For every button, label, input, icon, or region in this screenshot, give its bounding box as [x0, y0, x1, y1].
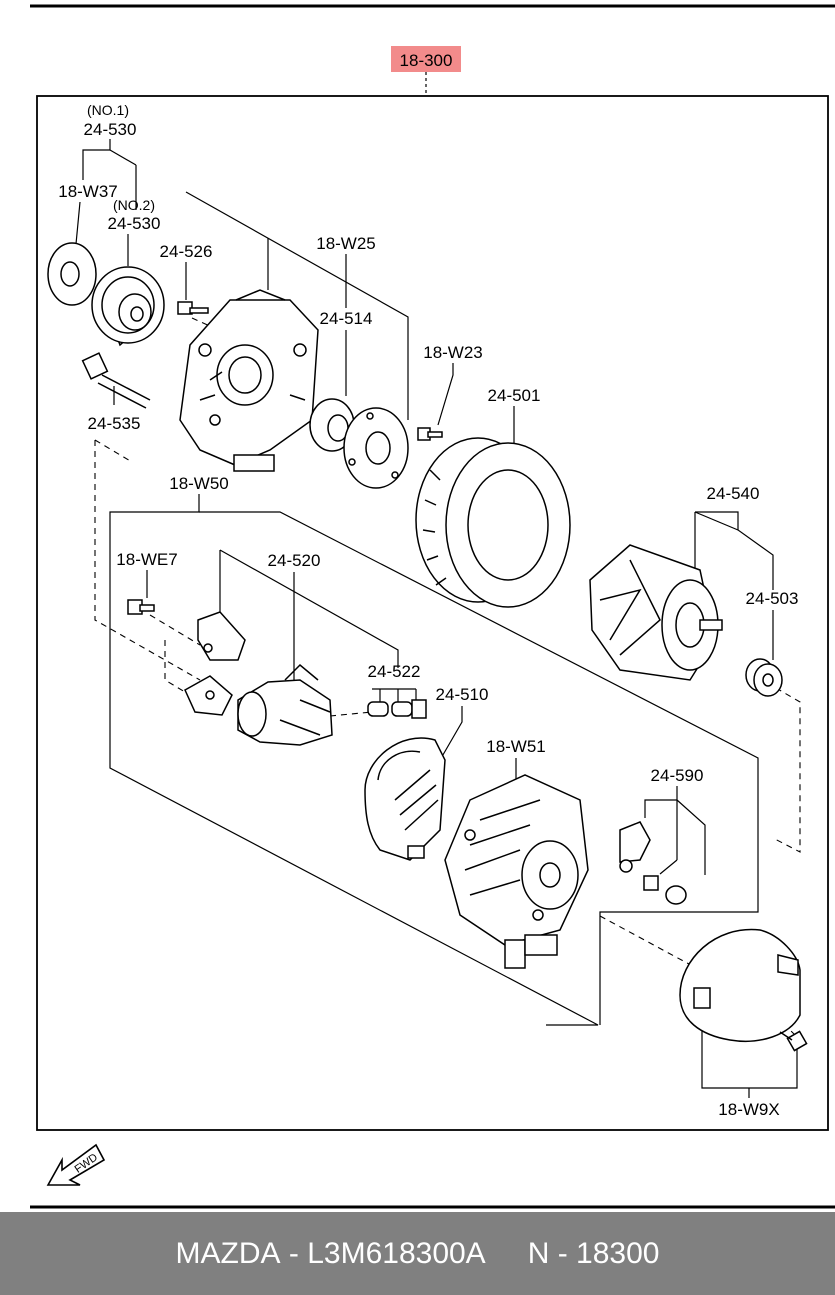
brand-name: MAZDA	[175, 1236, 281, 1270]
part-regulator-24-520	[237, 663, 333, 746]
label-24-526[interactable]: 24-526	[160, 242, 213, 261]
part-cap-18-w37	[47, 242, 97, 306]
label-24-540[interactable]: 24-540	[707, 484, 760, 503]
main-part-label[interactable]: 18-300	[400, 51, 453, 70]
exploded-parts-diagram: 18-300 (NO.1) 24-530 18-W37 (NO.2) 24-53…	[30, 4, 835, 1209]
part-brush-holder-bracket	[184, 611, 246, 716]
label-24-514[interactable]: 24-514	[320, 309, 373, 328]
leader-lines	[75, 139, 798, 1098]
part-rectifier-24-510	[364, 737, 446, 861]
label-24-520[interactable]: 24-520	[268, 551, 321, 570]
label-18-w25[interactable]: 18-W25	[316, 234, 376, 253]
label-24-590[interactable]: 24-590	[651, 766, 704, 785]
part-screw-18-w9x	[779, 1030, 808, 1052]
label-24-530-no1[interactable]: 24-530	[84, 120, 137, 139]
label-18-w23[interactable]: 18-W23	[423, 343, 483, 362]
part-bearing-24-514	[309, 398, 355, 452]
label-no2: (NO.2)	[113, 197, 155, 213]
main-part-highlight	[391, 46, 461, 72]
fwd-arrow-icon: FWD	[46, 1143, 106, 1186]
footer-bar: MAZDA - L3M618300A N - 18300	[0, 1212, 835, 1295]
part-rear-cover	[679, 928, 801, 1042]
part-pulley-24-530	[91, 266, 165, 347]
part-front-housing-18-w25	[179, 289, 319, 472]
diagram-frame	[36, 95, 829, 1131]
label-18-w37[interactable]: 18-W37	[58, 182, 118, 201]
label-no1: (NO.1)	[87, 102, 129, 118]
part-terminal-24-590	[619, 821, 687, 905]
label-18-w9x[interactable]: 18-W9X	[718, 1100, 779, 1119]
footer-separator: -	[280, 1236, 308, 1270]
part-screw-18-w23	[417, 427, 443, 441]
part-screw-24-526	[177, 301, 209, 315]
part-retainer-plate	[343, 407, 409, 489]
label-18-w51[interactable]: 18-W51	[486, 737, 546, 756]
label-24-510[interactable]: 24-510	[436, 685, 489, 704]
label-24-530-no2[interactable]: 24-530	[108, 214, 161, 233]
label-18-w50[interactable]: 18-W50	[169, 474, 229, 493]
label-24-501[interactable]: 24-501	[488, 386, 541, 405]
part-bolt-24-535	[81, 352, 151, 409]
parts	[47, 242, 808, 1052]
part-number[interactable]: L3M618300A	[307, 1236, 486, 1270]
part-rotor-24-540	[589, 544, 723, 681]
label-24-503[interactable]: 24-503	[746, 589, 799, 608]
reference-number: N - 18300	[527, 1236, 660, 1270]
label-24-522[interactable]: 24-522	[368, 662, 421, 681]
part-brushes-24-522	[367, 699, 427, 719]
part-bearing-24-503	[745, 658, 783, 697]
part-rear-housing-18-w51	[444, 774, 589, 969]
label-24-535[interactable]: 24-535	[88, 414, 141, 433]
part-screw-18-we7	[127, 599, 155, 615]
label-18-we7[interactable]: 18-WE7	[116, 550, 177, 569]
part-stator-24-501	[415, 437, 571, 608]
